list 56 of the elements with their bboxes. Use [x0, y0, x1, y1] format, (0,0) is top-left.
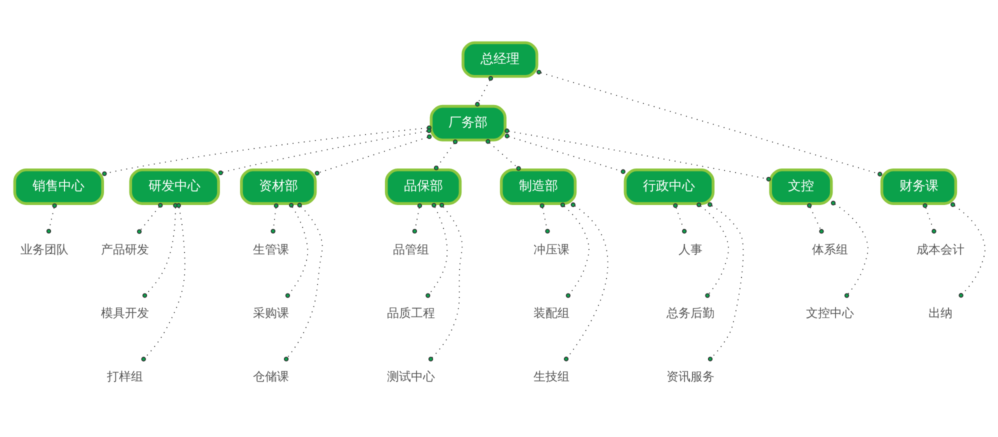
node-text: 冲压课 — [533, 242, 570, 256]
connector — [696, 202, 729, 298]
node-text: 模具开发 — [101, 306, 150, 320]
connector — [504, 128, 771, 182]
node-box: 研发中心 — [129, 168, 220, 205]
connector — [314, 134, 432, 176]
node-text: 成本会计 — [916, 242, 964, 256]
node-text: 出纳 — [928, 306, 952, 320]
connector — [285, 202, 308, 298]
node-box: 资材部 — [240, 168, 317, 205]
connector — [270, 203, 279, 234]
node-text: 品管组 — [393, 242, 430, 256]
connector — [922, 203, 936, 234]
node-text: 生管课 — [252, 242, 289, 256]
node-text: 测试中心 — [387, 370, 436, 384]
node-box: 财务课 — [880, 168, 958, 205]
connector — [434, 139, 458, 170]
connector — [830, 200, 868, 298]
node-text: 打样组 — [107, 370, 144, 384]
connector — [412, 203, 422, 234]
node-text: 生技组 — [533, 370, 570, 384]
node-text: 文控中心 — [806, 306, 854, 320]
connector — [218, 128, 432, 176]
connector — [428, 202, 463, 362]
connector — [475, 76, 494, 107]
connector — [560, 202, 590, 298]
node-text: 人事 — [678, 242, 703, 256]
node-text: 仓储课 — [252, 370, 289, 384]
node-text: 产品研发 — [101, 242, 150, 256]
connector — [950, 202, 986, 298]
node-text: 业务团队 — [20, 242, 69, 256]
connector — [504, 134, 626, 174]
node-text: 体系组 — [812, 242, 848, 256]
connector — [284, 202, 323, 362]
node-box: 文控 — [769, 168, 833, 205]
node-text: 资讯服务 — [666, 370, 715, 384]
node-text: 总务后勤 — [666, 306, 715, 320]
connector — [807, 203, 824, 234]
connector — [540, 203, 550, 234]
connector — [426, 202, 448, 298]
node-box: 销售中心 — [13, 168, 104, 205]
node-box: 总经理 — [462, 41, 538, 78]
node-text: 装配组 — [533, 306, 570, 320]
connector — [46, 203, 57, 234]
connector — [673, 203, 687, 234]
node-box: 厂务部 — [430, 104, 506, 142]
connector — [564, 202, 608, 362]
node-box: 制造部 — [500, 168, 577, 205]
connector — [708, 202, 744, 362]
node-box: 行政中心 — [624, 168, 714, 205]
connector — [136, 202, 163, 234]
node-text: 品质工程 — [387, 306, 436, 320]
node-box: 品保部 — [384, 168, 462, 205]
node-text: 采购课 — [252, 306, 289, 320]
connector — [486, 139, 521, 171]
connector — [536, 70, 882, 176]
